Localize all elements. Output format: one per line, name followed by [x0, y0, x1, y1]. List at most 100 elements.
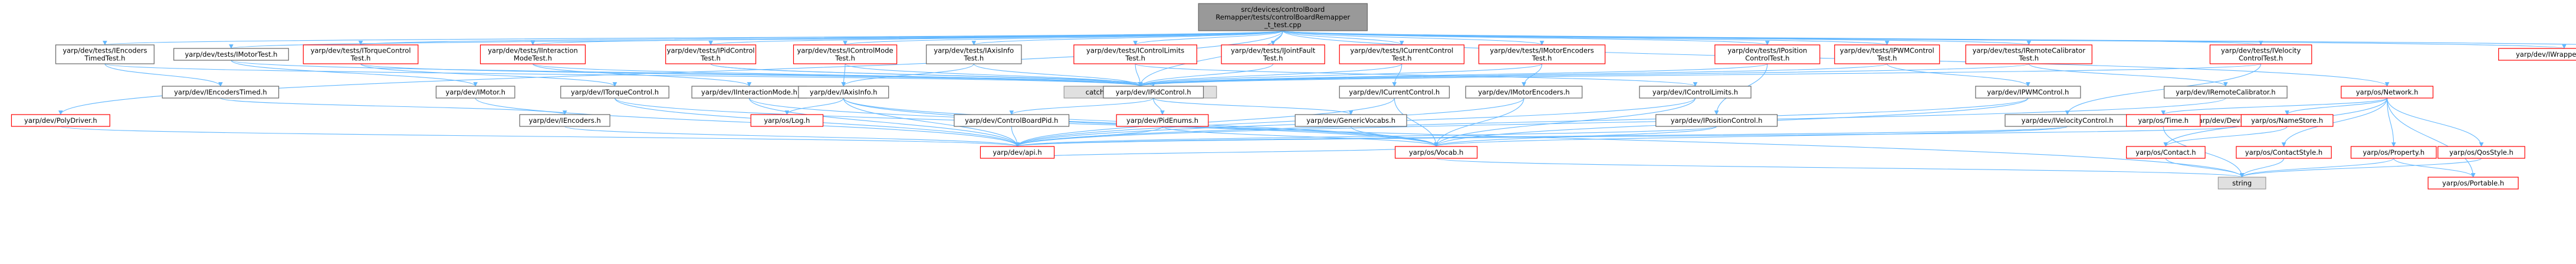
node-label: yarp/dev/tests/IJointFault	[1231, 47, 1316, 55]
node-box	[2236, 146, 2332, 159]
edge-encoders_timed-to-iencoders	[220, 97, 567, 115]
node-poly-driver[interactable]: yarp/dev/PolyDriver.h	[11, 114, 110, 127]
edge-remote_calibrator_test-to-iremote_cal	[2028, 63, 2228, 87]
edge-current_control_test-to-icurrent	[1392, 63, 1402, 87]
node-label: yarp/dev/ITorqueControl.h	[571, 88, 659, 96]
node-wrapper-multiple[interactable]: yarp/dev/IWrapperMultiple.h	[2498, 48, 2576, 61]
node-generic-vocabs[interactable]: yarp/dev/GenericVocabs.h	[1294, 114, 1407, 127]
node-qos-style[interactable]: yarp/os/QosStyle.h	[2437, 146, 2525, 159]
edge-motor_encoders_test-to-catch	[1138, 63, 1543, 87]
node-label: Test.h	[1532, 54, 1552, 63]
node-motor-test[interactable]: yarp/dev/tests/IMotorTest.h	[173, 48, 289, 61]
node-label: Remapper/tests/controlBoardRemapper	[1215, 13, 1350, 21]
edge-interaction_test-to-iinteraction	[532, 63, 752, 87]
edge-axis_info_test-to-catch	[973, 63, 1143, 87]
edge-contact-to-string	[2165, 158, 2245, 178]
node-box	[954, 114, 1070, 127]
node-box	[2164, 86, 2288, 99]
edge-iencoders-to-api	[564, 126, 1020, 147]
node-api[interactable]: yarp/dev/api.h	[980, 146, 1055, 159]
node-box	[55, 44, 155, 64]
edge-name_store-to-contact	[2163, 126, 2288, 147]
node-label: ControlTest.h	[2239, 54, 2283, 63]
node-label: Test.h	[1391, 54, 1412, 63]
edge-joint_fault_test-to-catch	[1138, 63, 1274, 87]
node-box	[2437, 146, 2525, 159]
edge-enc_timed_test-to-encoders_timed	[104, 63, 223, 87]
node-encoders-timed[interactable]: yarp/dev/IEncodersTimed.h	[162, 86, 280, 99]
edge-position_control_test-to-catch	[1138, 63, 1768, 87]
edge-iinteraction-to-api	[748, 97, 1020, 147]
edge-motor_test-to-imotor	[231, 60, 478, 87]
node-label: yarp/dev/tests/IAxisInfo	[934, 47, 1014, 55]
node-iposition[interactable]: yarp/dev/IPositionControl.h	[1655, 114, 1778, 127]
node-os-time[interactable]: yarp/os/Time.h	[2126, 114, 2201, 127]
node-log[interactable]: yarp/os/Log.h	[750, 114, 824, 127]
node-iinteraction[interactable]: yarp/dev/IInteractionMode.h	[691, 86, 807, 99]
node-label: yarp/dev/PidEnums.h	[1126, 116, 1198, 125]
node-box	[1965, 44, 2092, 64]
node-box	[926, 44, 1022, 64]
node-label: Test.h	[350, 54, 371, 63]
node-property[interactable]: yarp/os/Property.h	[2350, 146, 2437, 159]
node-pid-enums[interactable]: yarp/dev/PidEnums.h	[1116, 114, 1209, 127]
node-ivelocity[interactable]: yarp/dev/IVelocityControl.h	[2005, 114, 2130, 127]
edge-poly_driver-to-api	[60, 126, 1020, 147]
node-label: yarp/dev/tests/ICurrentControl	[1350, 47, 1453, 55]
node-imotor[interactable]: yarp/dev/IMotor.h	[435, 86, 515, 99]
node-imotor-encoders[interactable]: yarp/dev/IMotorEncoders.h	[1465, 86, 1583, 99]
node-name-store[interactable]: yarp/os/NameStore.h	[2240, 114, 2334, 127]
node-string: string	[2217, 177, 2266, 190]
node-icontrol-limits[interactable]: yarp/dev/IControlLimits.h	[1639, 86, 1752, 99]
node-box	[798, 86, 889, 99]
node-label: yarp/os/Vocab.h	[1409, 148, 1463, 157]
node-box	[1103, 86, 1204, 99]
node-control-board-pid[interactable]: yarp/dev/ControlBoardPid.h	[954, 114, 1070, 127]
node-portable[interactable]: yarp/os/Portable.h	[2427, 177, 2519, 190]
node-ipid[interactable]: yarp/dev/IPidControl.h	[1103, 86, 1204, 99]
node-box	[665, 44, 757, 64]
node-network[interactable]: yarp/os/Network.h	[2341, 86, 2434, 99]
node-box	[2350, 146, 2437, 159]
node-iencoders[interactable]: yarp/dev/IEncoders.h	[519, 114, 610, 127]
node-iaxis-info[interactable]: yarp/dev/IAxisInfo.h	[798, 86, 889, 99]
node-root[interactable]: src/devices/controlBoardRemapper/tests/c…	[1198, 3, 1368, 31]
edge-control_mode_test-to-catch	[845, 63, 1143, 87]
node-icurrent[interactable]: yarp/dev/ICurrentControl.h	[1339, 86, 1450, 99]
node-ipwm[interactable]: yarp/dev/IPWMControl.h	[1975, 86, 2081, 99]
node-vocab[interactable]: yarp/os/Vocab.h	[1395, 146, 1478, 159]
node-label: yarp/dev/IVelocityControl.h	[2022, 116, 2114, 125]
node-box	[793, 44, 898, 64]
node-label: yarp/dev/IInteractionMode.h	[701, 88, 797, 96]
node-box	[1478, 44, 1606, 64]
edge-control_limits_test-to-icontrol_limits	[1135, 63, 1698, 87]
node-box	[750, 114, 824, 127]
node-box	[1221, 44, 1325, 64]
node-label: Test.h	[1125, 54, 1145, 63]
node-itorque[interactable]: yarp/dev/ITorqueControl.h	[560, 86, 669, 99]
node-label: yarp/dev/tests/IPosition	[1727, 47, 1807, 55]
node-contact-style[interactable]: yarp/os/ContactStyle.h	[2236, 146, 2332, 159]
node-iremote-cal[interactable]: yarp/dev/IRemoteCalibrator.h	[2164, 86, 2288, 99]
node-label: Test.h	[834, 54, 855, 63]
node-contact[interactable]: yarp/os/Contact.h	[2126, 146, 2206, 159]
edge-pwm_control_test-to-ipwm	[1887, 63, 2030, 87]
node-label: Test.h	[700, 54, 721, 63]
node-label: Test.h	[964, 54, 984, 63]
node-box	[173, 48, 289, 61]
